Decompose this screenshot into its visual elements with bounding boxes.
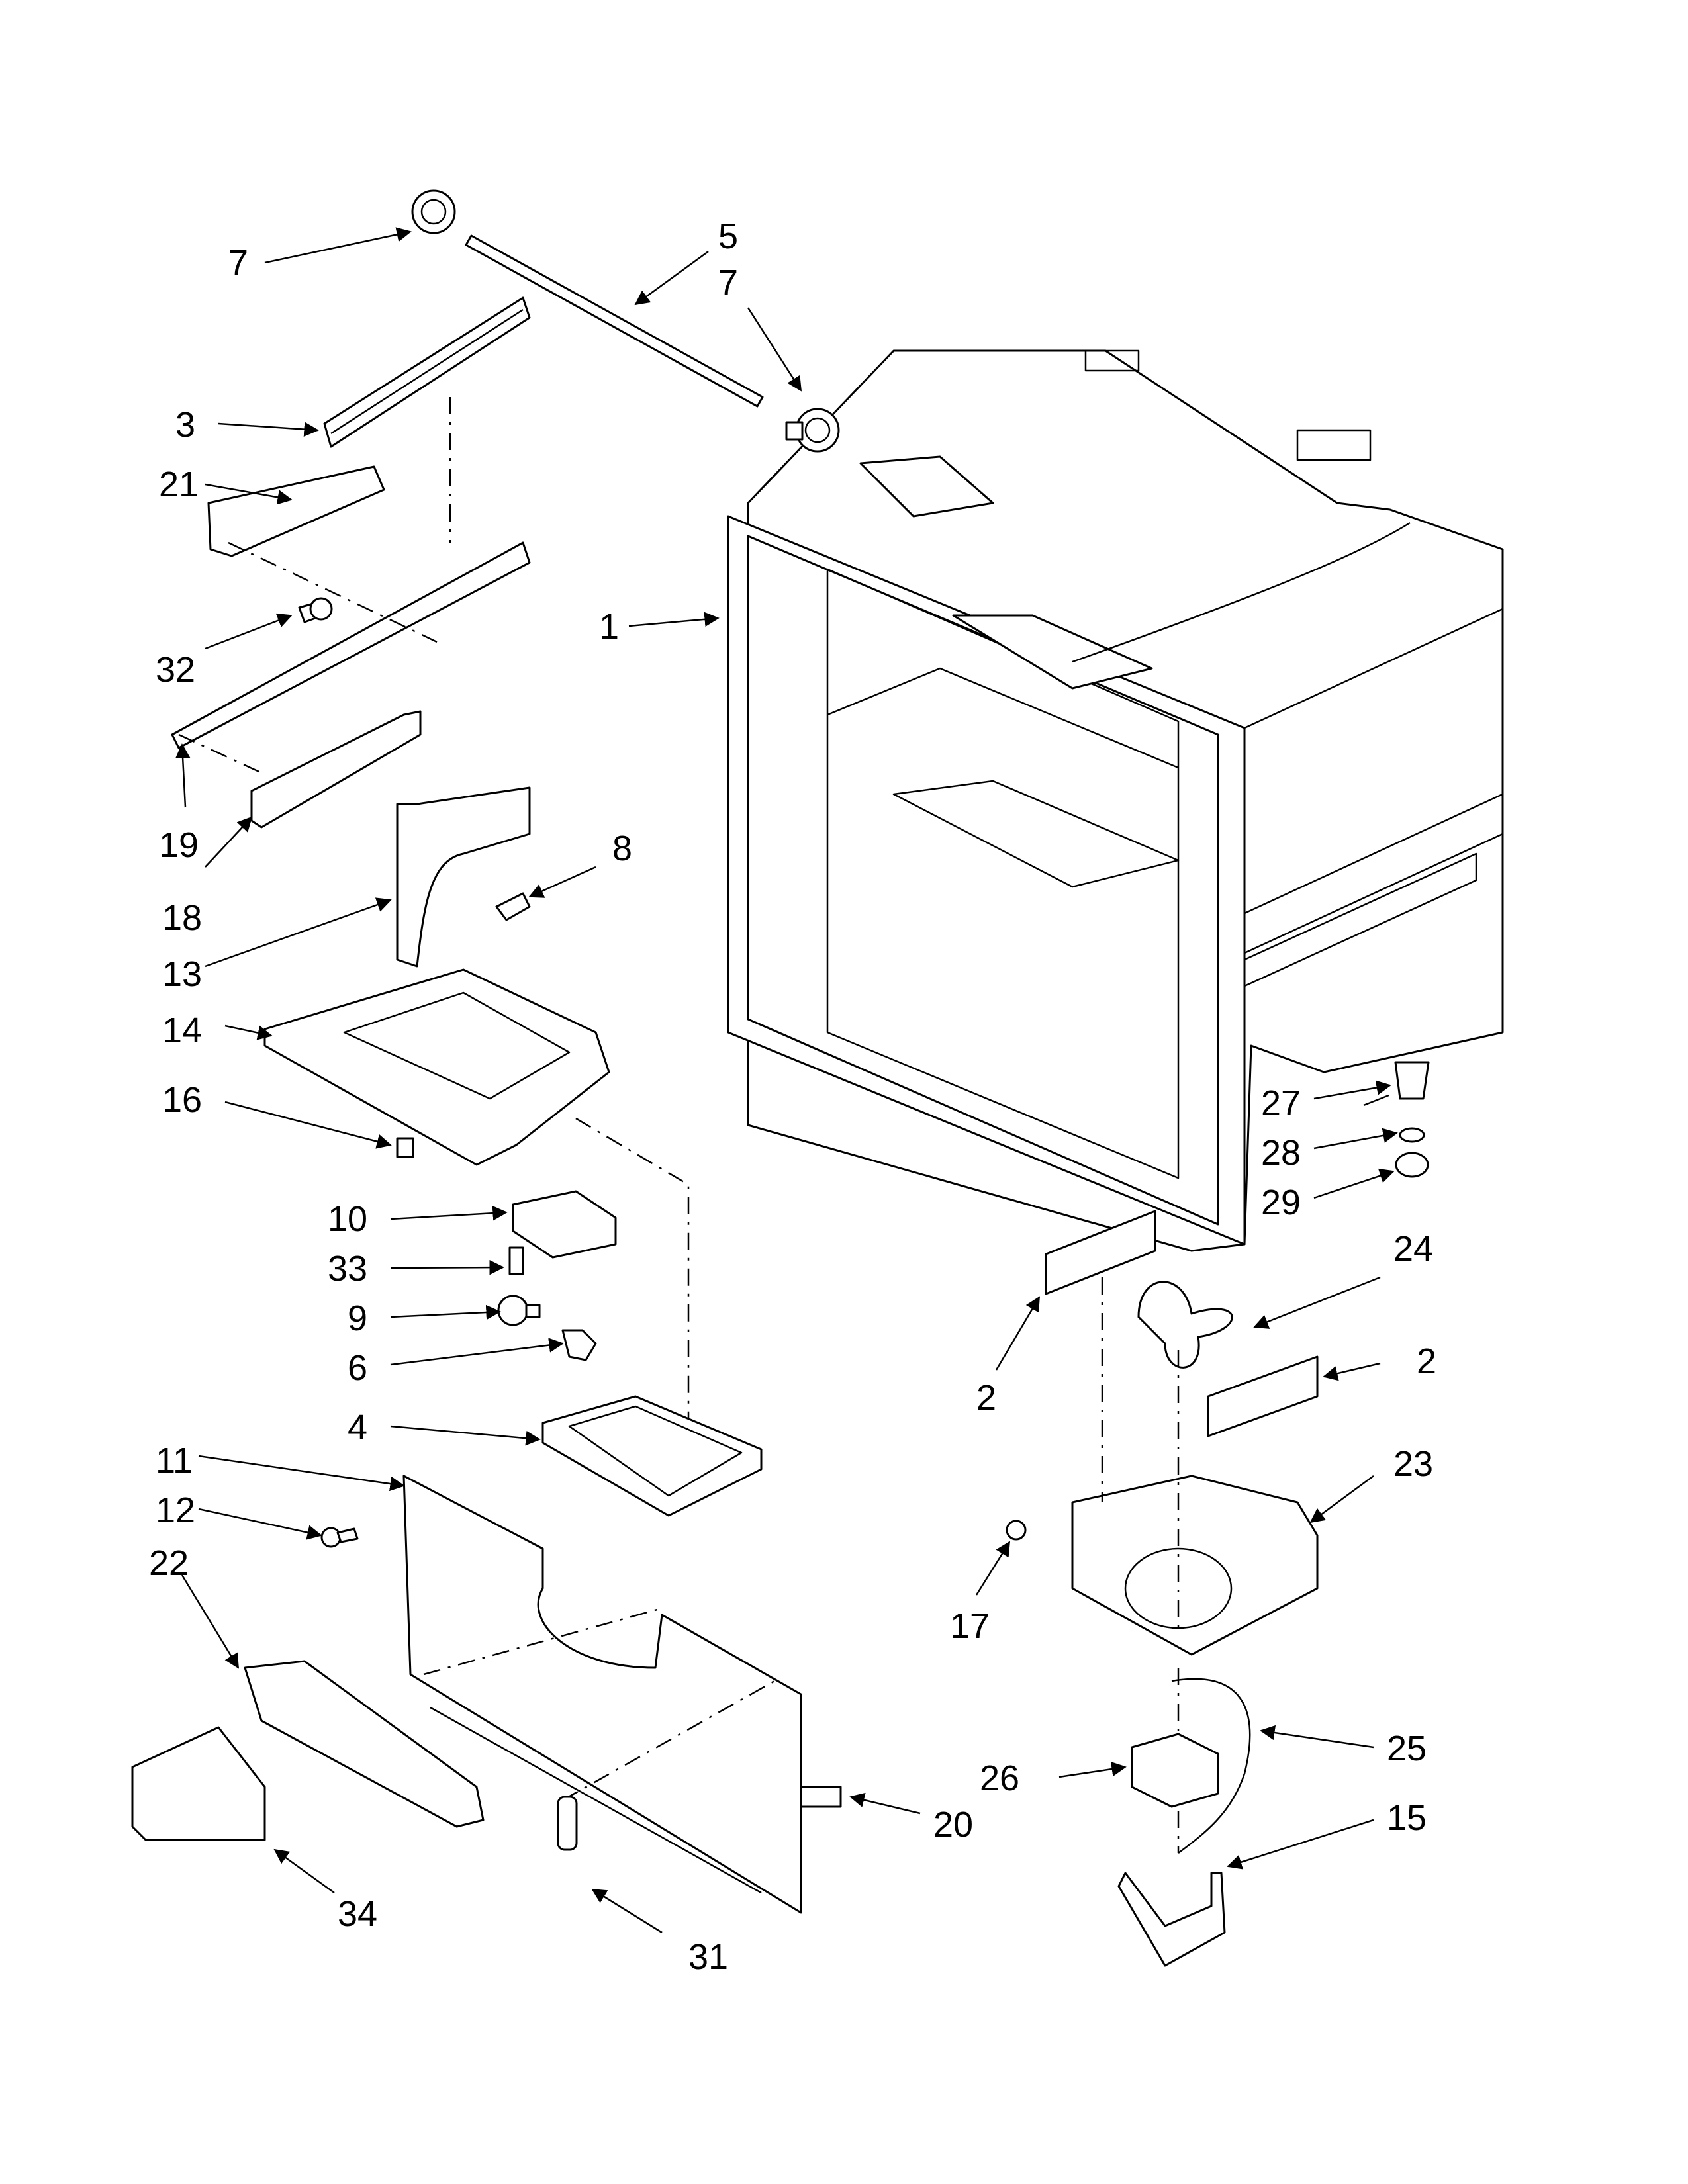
part-18-bracket [250,710,422,829]
part-31-clip [557,1796,578,1851]
part-19-rail-bottom [171,541,531,749]
part-25-wire-harness [1171,1678,1251,1854]
part-27-grommet [1394,1061,1430,1100]
part-7-gear-lower [785,408,840,453]
part-1-freezer-liner [727,349,1504,1252]
part-21-bracket [207,465,385,557]
part-11-panel [402,1475,802,1914]
part-2-insulation-lower [1207,1355,1319,1437]
callout-20: 20 [933,1805,973,1844]
part-33-screw [508,1246,524,1275]
callout-27: 27 [1261,1083,1301,1123]
callout-32: 32 [156,650,195,690]
callout-25: 25 [1387,1729,1427,1768]
part-4-drip-tray [541,1395,763,1517]
callout-3: 3 [175,405,195,445]
callout-31: 31 [688,1937,728,1977]
part-12-screw [320,1527,359,1548]
part-16-switch [396,1137,414,1158]
callout-24: 24 [1393,1229,1433,1269]
callout-29: 29 [1261,1183,1301,1222]
callout-17: 17 [950,1606,990,1646]
part-28-washer [1399,1127,1425,1143]
part-6-lamp-socket [561,1329,597,1361]
part-3-rail-top [323,296,531,448]
callout-34: 34 [338,1894,377,1934]
part-7-gear-top [411,189,456,234]
callout-9: 9 [348,1298,367,1338]
callout-23: 23 [1393,1444,1433,1484]
callout-labels: 7 5 7 3 21 1 32 19 8 18 13 14 16 27 28 2… [149,216,1436,1977]
guide-line [575,1117,690,1456]
part-29-bushing [1395,1152,1429,1178]
callout-11: 11 [156,1441,193,1480]
part-17-screw [1006,1520,1027,1541]
part-14-dispenser-housing [263,968,610,1166]
part-34-cover [131,1726,266,1841]
callout-7-lower: 7 [718,263,738,302]
callout-16: 16 [162,1080,202,1120]
part-15-motor-bracket [1117,1872,1226,1967]
part-2-insulation-upper [1045,1210,1156,1295]
part-8-screw [495,892,531,921]
part-26-fan-motor [1131,1733,1219,1808]
callout-21: 21 [159,465,199,504]
callout-4: 4 [348,1408,367,1447]
callout-13: 13 [162,954,202,994]
leader-lines [175,227,1398,1934]
callout-6: 6 [348,1348,367,1388]
guide-line [228,541,438,643]
part-32-screw [298,597,333,623]
guide-line [562,1680,775,1801]
callout-5: 5 [718,216,738,256]
callout-18: 18 [162,898,202,938]
part-20-strip [800,1786,842,1808]
part-10-actuator [512,1190,617,1259]
callout-28: 28 [1261,1133,1301,1173]
part-13-support-bracket [396,786,531,968]
callout-7-top: 7 [228,243,248,283]
part-23-fan-shroud [1071,1475,1319,1656]
part-5-auger-shaft [465,234,764,408]
callout-2-right: 2 [1417,1342,1436,1381]
callout-33: 33 [328,1249,367,1289]
callout-10: 10 [328,1199,367,1239]
part-24-fan-blade [1137,1281,1233,1369]
callout-14: 14 [162,1011,202,1050]
callout-2-left: 2 [976,1378,996,1418]
part-22-grille [244,1660,485,1828]
callout-8: 8 [612,829,632,868]
callout-15: 15 [1387,1798,1427,1838]
part-9-lamp [497,1295,541,1326]
guide-line [423,1607,663,1676]
callout-1: 1 [599,607,619,647]
callout-22: 22 [149,1543,189,1583]
callout-12: 12 [156,1490,195,1530]
guide-line [178,733,265,776]
callout-19: 19 [159,825,199,865]
callout-26: 26 [980,1758,1019,1798]
